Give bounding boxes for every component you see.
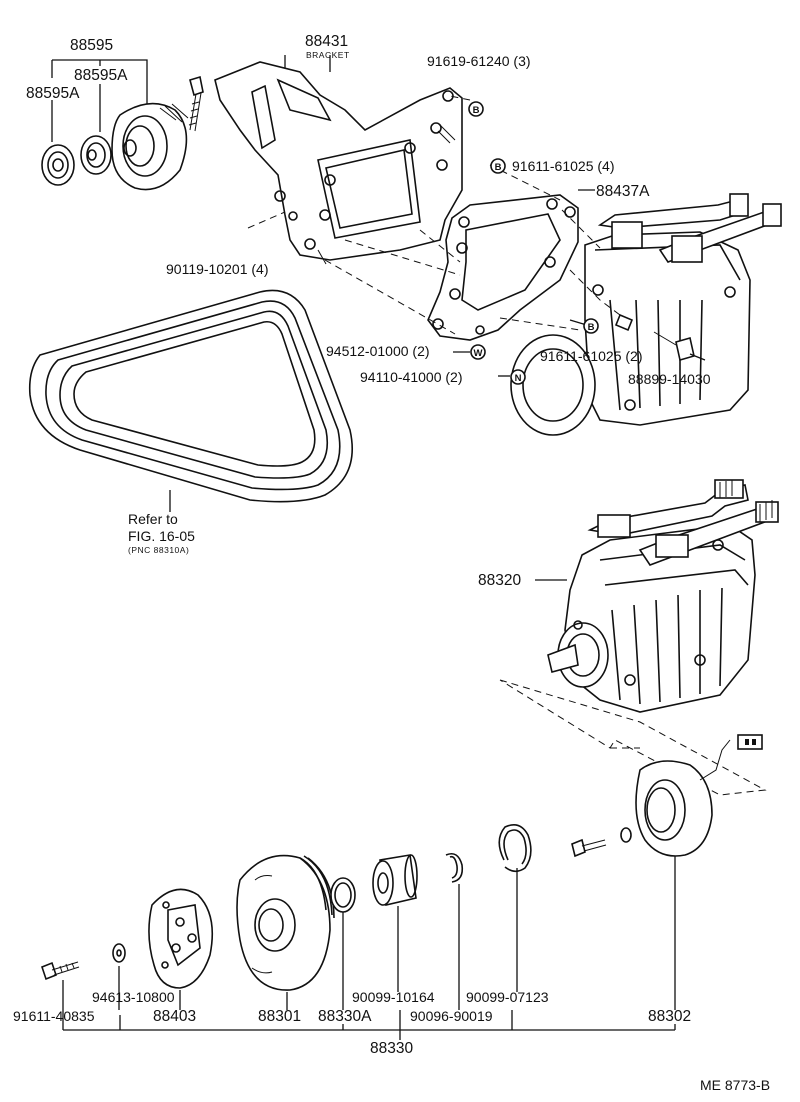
label-88330A: 88330A — [318, 1008, 372, 1025]
label-88595A-1: 88595A — [74, 67, 128, 84]
label-88330: 88330 — [370, 1040, 413, 1057]
label-88437A: 88437A — [596, 183, 650, 200]
label-diagram-code: ME 8773-B — [700, 1077, 770, 1093]
idler-pulley-group — [41, 59, 204, 191]
label-88595: 88595 — [70, 37, 113, 54]
label-94512-01000: 94512-01000 (2) — [326, 343, 430, 359]
label-94110-41000: 94110-41000 (2) — [360, 369, 462, 385]
bracket-88431 — [214, 55, 463, 265]
label-90096-90019: 90096-90019 — [410, 1008, 493, 1024]
label-94613-10800: 94613-10800 — [92, 989, 175, 1005]
tag-b-1-text: B — [473, 105, 480, 116]
leader-lines-lower — [62, 856, 676, 1040]
label-88595A-2: 88595A — [26, 85, 80, 102]
label-88899-14030: 88899-14030 — [628, 371, 711, 387]
label-91619-61240: 91619-61240 (3) — [427, 53, 531, 69]
label-88320: 88320 — [478, 572, 521, 589]
label-91611-61025-b: 91611-61025 (2) — [540, 348, 642, 364]
label-91611-61025-a: 91611-61025 (4) — [512, 158, 614, 174]
tag-b-2 — [490, 158, 506, 174]
label-bracket: BRACKET — [306, 50, 350, 60]
label-fig-16-05: FIG. 16-05 — [128, 528, 195, 544]
tag-b-1 — [468, 101, 484, 117]
label-88431: 88431 — [305, 33, 348, 50]
label-pnc-88310a: (PNC 88310A) — [128, 545, 189, 555]
tag-b-3-text: B — [588, 322, 595, 333]
assembly-lines-lower — [499, 679, 767, 796]
compressor-88320 — [535, 479, 779, 713]
label-88403: 88403 — [153, 1008, 196, 1025]
label-90099-07123: 90099-07123 — [466, 989, 549, 1005]
tag-w — [470, 344, 486, 360]
circled-tags: B B B W N — [468, 101, 599, 385]
bracket-88437A — [427, 194, 579, 341]
tag-b-3 — [583, 318, 599, 334]
label-88301: 88301 — [258, 1008, 301, 1025]
clutch-parts — [41, 734, 763, 991]
assembly-lines-upper — [247, 95, 621, 335]
label-91611-40835: 91611-40835 — [13, 1008, 95, 1024]
label-refer-to: Refer to — [128, 511, 178, 527]
v-belt — [28, 289, 354, 512]
compressor-top — [510, 193, 782, 436]
leader-lines-upper — [329, 55, 706, 377]
label-90119-10201: 90119-10201 (4) — [166, 261, 268, 277]
tag-n-text: N — [515, 373, 522, 384]
label-88302: 88302 — [648, 1008, 691, 1025]
tag-w-text: W — [474, 348, 483, 359]
tag-b-2-text: B — [495, 162, 502, 173]
label-90099-10164: 90099-10164 — [352, 989, 435, 1005]
tag-n — [510, 369, 526, 385]
part-labels: 88595 88595A 88595A 88431 BRACKET 91619-… — [13, 33, 770, 1093]
